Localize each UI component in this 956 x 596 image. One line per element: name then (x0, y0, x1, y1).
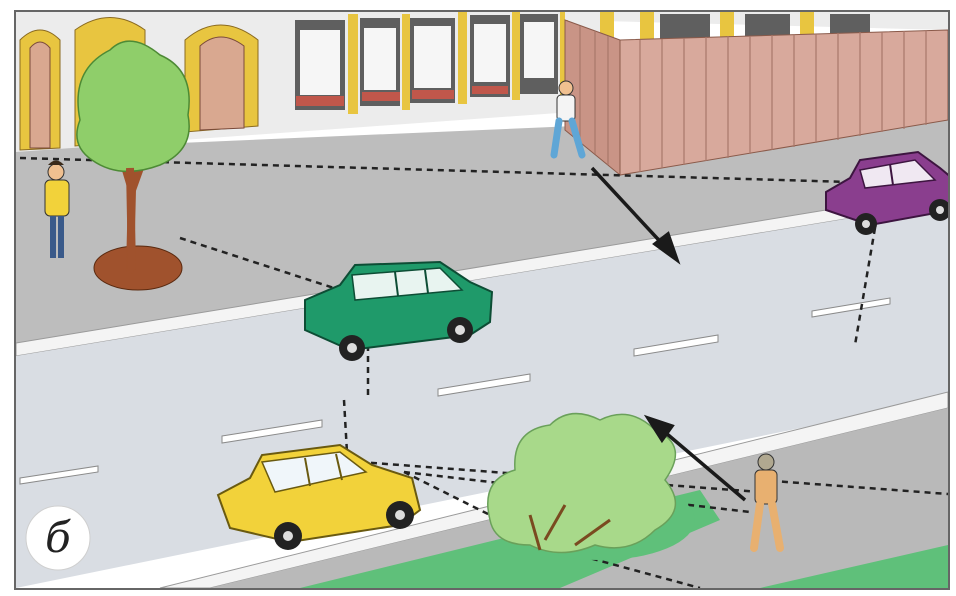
figure-label-badge: б (26, 506, 90, 570)
figure-label: б (45, 513, 71, 562)
